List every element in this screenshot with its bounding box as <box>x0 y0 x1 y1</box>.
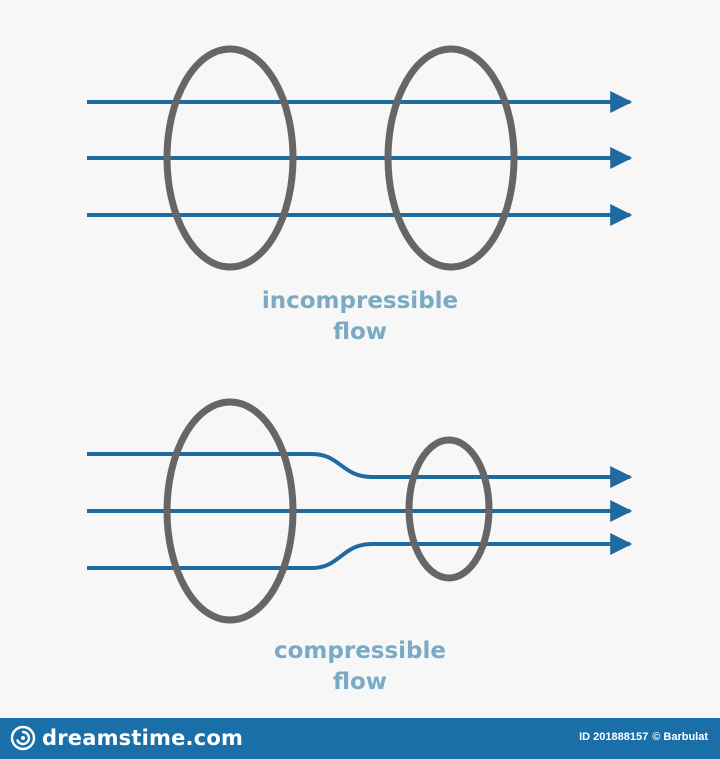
stream-line <box>87 452 633 488</box>
cross-section-ring <box>163 398 297 624</box>
stream-line <box>87 533 633 570</box>
caption-line: flow <box>332 319 388 345</box>
caption-line: flow <box>332 669 388 695</box>
flow-diagram <box>87 45 633 624</box>
cross-section-ring <box>163 45 297 271</box>
cross-section-ring-small <box>405 436 493 582</box>
watermark-footer: dreamstime.com ID 201888157 © Barbulat <box>0 718 720 759</box>
incompressible-caption: incompressible flow <box>0 286 720 348</box>
image-credit: ID 201888157 © Barbulat <box>579 731 708 743</box>
dreamstime-spiral-icon <box>10 725 36 751</box>
caption-line: incompressible <box>261 288 459 314</box>
cross-section-ring <box>384 45 518 271</box>
image-id: ID 201888157 <box>579 731 649 743</box>
site-name: dreamstime.com <box>42 726 244 750</box>
caption-line: compressible <box>273 638 447 664</box>
site-logo[interactable]: dreamstime.com <box>10 725 243 751</box>
incompressible-panel <box>87 45 633 271</box>
compressible-panel <box>87 398 633 624</box>
compressible-caption: compressible flow <box>0 636 720 698</box>
author-credit: © Barbulat <box>652 731 708 743</box>
